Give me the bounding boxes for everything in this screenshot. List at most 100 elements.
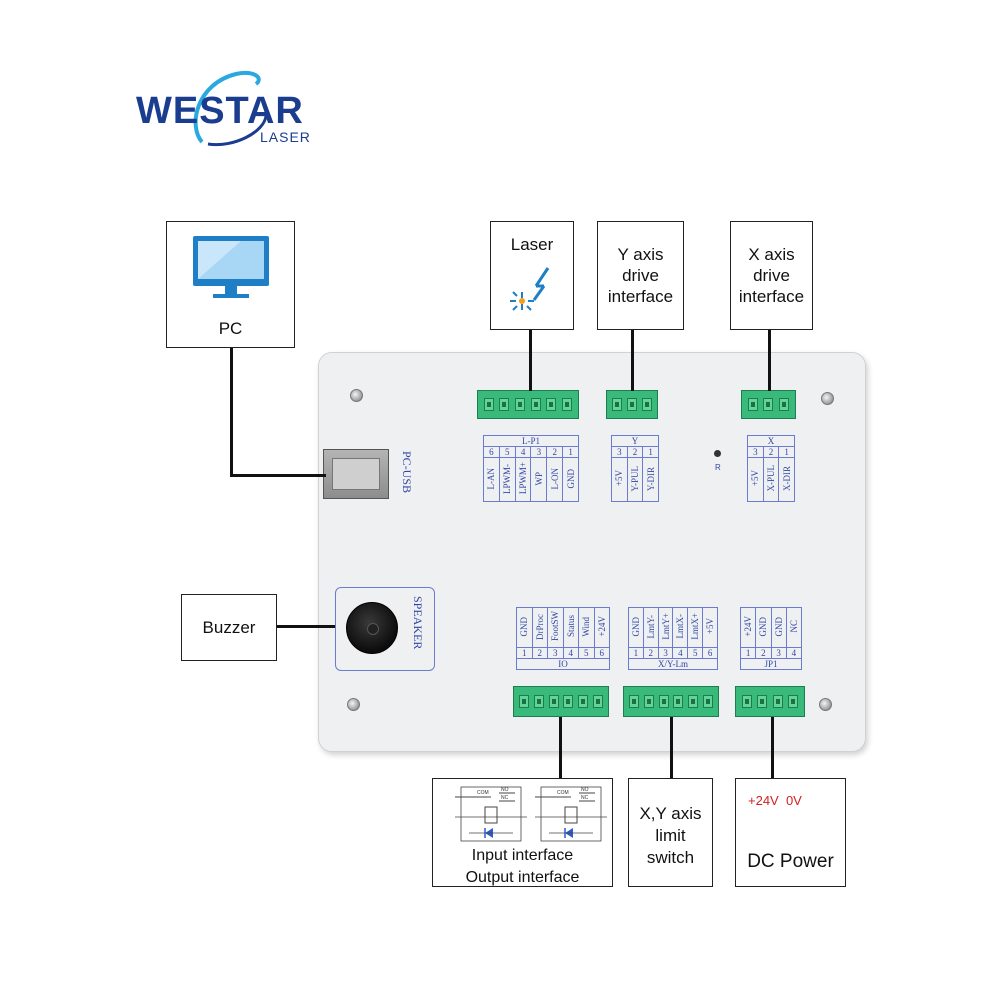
y-pin-num: 2 [626,446,644,458]
buzzer-wire [277,625,335,628]
x-axis-label-2: drive [753,266,790,285]
y-axis-box: Y axis drive interface [597,221,684,330]
pc-label: PC [218,319,243,338]
y-pin-table: Y 3 2 1 +5V Y-PUL Y-DIR [611,435,659,502]
x-pin-table: X 3 2 1 +5V X-PUL X-DIR [747,435,795,502]
io-pin-num: 5 [578,647,595,659]
jp1-pin-num: 3 [770,647,787,659]
controller-board: L-P1 6 5 4 3 2 1 L-AN LPWM- LPWM+ WP L-O… [318,352,866,752]
l-p1-pin-name: L-AN [486,467,497,490]
l-p1-pin-num: 2 [546,446,564,458]
x-pin-num: 3 [747,446,764,458]
xy-limit-pin-table: GND LmtY- LmtY+ LmtX- LmtX+ +5V 1 2 3 4 … [628,607,718,670]
relay-com-label: COM [477,790,489,796]
xy-lm-pin-name: LmtX- [675,614,686,639]
xy-lm-pin-name: LmtY- [645,614,656,639]
y-pin-name: +5V [614,470,625,487]
x-pin-name: +5V [750,470,761,487]
limit-wire [670,717,673,778]
x-pin-name: X-DIR [781,466,792,491]
x-axis-wire [768,330,771,391]
relay-no-label: NO [501,787,509,793]
xy-lm-pin-num: 4 [672,647,689,659]
x-pin-name: X-PUL [765,465,776,492]
logo-swoosh-icon [193,71,268,147]
y-pin-num: 3 [611,446,628,458]
laser-box: Laser [490,221,574,330]
xy-lm-title: X/Y-Lm [628,658,718,670]
pc-wire-horizontal [230,474,326,477]
power-connector [735,686,805,717]
xy-lm-pin-num: 1 [628,647,644,659]
x-pin-num: 2 [762,446,780,458]
xy-lm-pin-num: 3 [657,647,674,659]
limit-label-3: switch [646,848,695,867]
y-pin-name: Y-DIR [645,466,656,491]
relay-nc-label: NC [581,795,589,801]
laser-wire [529,330,532,391]
io-wire [559,717,562,778]
screw-icon [821,392,834,405]
laser-label: Laser [510,235,554,254]
x-title: X [747,435,795,447]
io-pin-name: GND [519,616,530,637]
screw-icon [347,698,360,711]
x-connector [741,390,796,419]
led-label: R [715,463,721,472]
io-interface-box: COM NO NC COM NO NC Input interface Outp… [432,778,613,887]
y-axis-label-2: drive [622,266,659,285]
io-pin-num: 3 [547,647,564,659]
xy-lm-pin-num: 6 [702,647,718,659]
x-axis-label-3: interface [738,287,805,306]
l-p1-pin-num: 4 [514,446,532,458]
pc-wire-vertical [230,348,233,476]
y-connector [606,390,658,419]
l-p1-pin-table: L-P1 6 5 4 3 2 1 L-AN LPWM- LPWM+ WP L-O… [483,435,579,502]
io-connector [513,686,609,717]
jp1-pin-num: 2 [755,647,772,659]
screw-icon [819,698,832,711]
logo-sub-text: LASER [260,129,311,145]
relay-com-label: COM [557,790,569,796]
io-pin-name: Status [565,615,576,638]
l-p1-pin-num: 3 [530,446,548,458]
buzzer-label: Buzzer [202,618,256,637]
power-voltage-label: +24V 0V [748,793,802,808]
xy-lm-pin-name: +5V [705,618,716,635]
jp1-pin-num: 4 [785,647,803,659]
io-pin-name: Wind [581,616,592,637]
y-title: Y [611,435,659,447]
l-p1-pin-num: 6 [483,446,500,458]
y-pin-name: Y-PUL [629,465,640,492]
io-pin-table: GND DrProc FootSW Status Wind +24V 1 2 3… [516,607,610,670]
limit-label-2: limit [655,826,686,845]
x-pin-num: 1 [778,446,795,458]
status-led [714,450,721,457]
pc-box: PC [166,221,295,348]
io-pin-name: +24V [596,616,607,637]
y-axis-label-3: interface [607,287,674,306]
l-p1-pin-name: LPWM- [502,463,513,494]
relay-circuit-icon: COM NO NC [455,786,527,842]
jp1-pin-table: +24V GND GND NC 1 2 3 4 JP1 [739,607,803,670]
monitor-icon [193,236,269,298]
io-title: IO [516,658,610,670]
pc-usb-label: PC-USB [400,451,414,494]
dc-power-label: DC Power [747,851,834,872]
screw-icon [350,389,363,402]
io-pin-num: 6 [593,647,610,659]
l-p1-title: L-P1 [483,435,579,447]
jp1-pin-name: GND [758,616,769,637]
jp1-title: JP1 [740,658,802,670]
jp1-pin-name: +24V [743,616,754,637]
jp1-pin-name: NC [788,620,799,633]
brand-logo: WESTAR LASER [136,66,346,150]
y-pin-num: 1 [642,446,659,458]
usb-port [323,449,389,499]
logo-brand-text: WESTAR [136,90,304,132]
xy-lm-pin-name: LmtY+ [660,613,671,640]
jp1-pin-num: 1 [739,647,757,659]
relay-no-label: NO [581,787,589,793]
limit-switch-box: X,Y axis limit switch [628,778,713,887]
io-label-output: Output interface [465,869,580,886]
